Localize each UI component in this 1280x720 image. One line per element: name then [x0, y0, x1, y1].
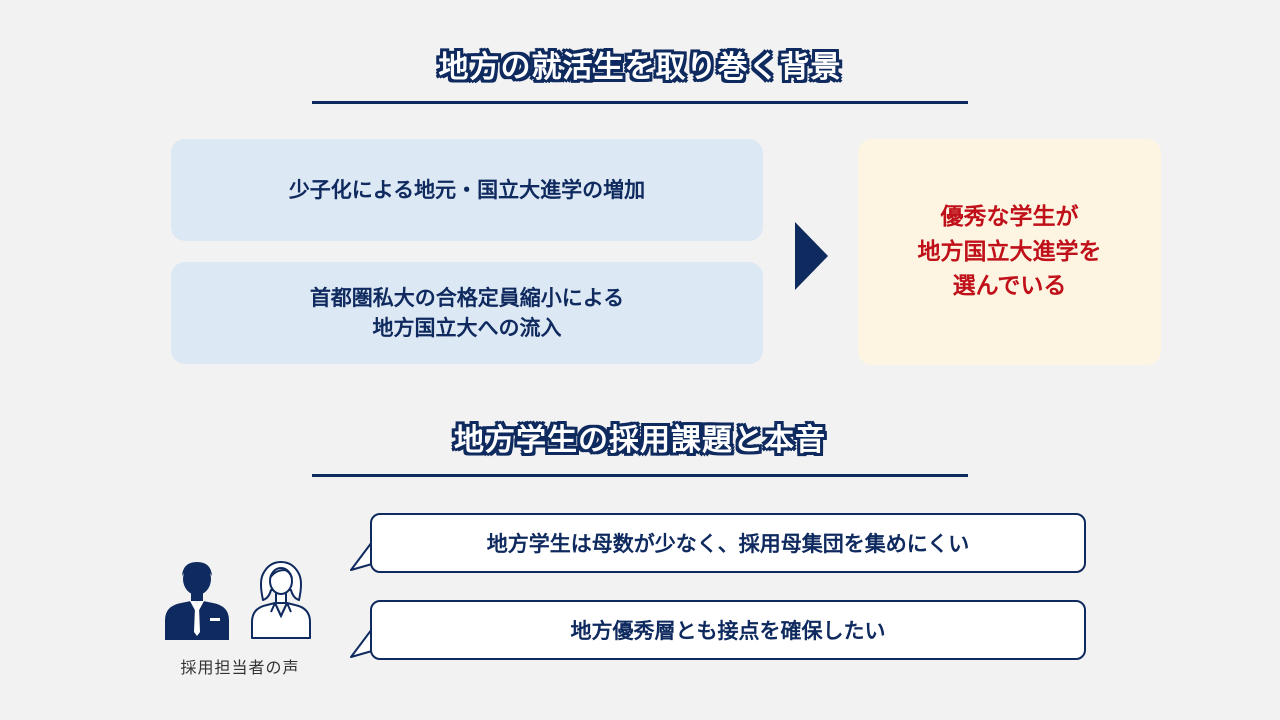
voice-bubble-1: 地方学生は母数が少なく、採用母集団を集めにくい: [370, 513, 1086, 573]
recruiter-voice-caption: 採用担当者の声: [180, 658, 300, 677]
cause-box-1: 少子化による地元・国立大進学の増加: [171, 139, 763, 241]
voice-text-2: 地方優秀層とも接点を確保したい: [570, 619, 886, 643]
cause-1-line-1: 少子化による地元・国立大進学の増加: [288, 177, 646, 202]
section-title-background: 地方の就活生を取り巻く背景: [438, 50, 842, 85]
result-box: 優秀な学生が 地方国立大進学を 選んでいる: [858, 139, 1161, 365]
cause-box-2: 首都圏私大の合格定員縮小による 地方国立大への流入: [171, 262, 763, 364]
result-line-2: 地方国立大進学を: [917, 238, 1102, 265]
right-arrow-icon: [795, 222, 828, 290]
title-underline: [312, 101, 968, 104]
voice-bubble-2: 地方優秀層とも接点を確保したい: [370, 600, 1086, 660]
cause-2-line-1: 首都圏私大の合格定員縮小による: [309, 285, 625, 310]
result-line-1: 優秀な学生が: [940, 204, 1079, 231]
result-line-3: 選んでいる: [952, 273, 1067, 300]
male-recruiter-icon: [165, 562, 229, 640]
voice-text-1: 地方学生は母数が少なく、採用母集団を集めにくい: [486, 532, 970, 556]
female-recruiter-icon: [251, 561, 311, 639]
section-title-issues: 地方学生の採用課題と本音: [454, 423, 826, 458]
cause-2-line-2: 地方国立大への流入: [372, 316, 562, 340]
title-underline: [312, 474, 968, 477]
